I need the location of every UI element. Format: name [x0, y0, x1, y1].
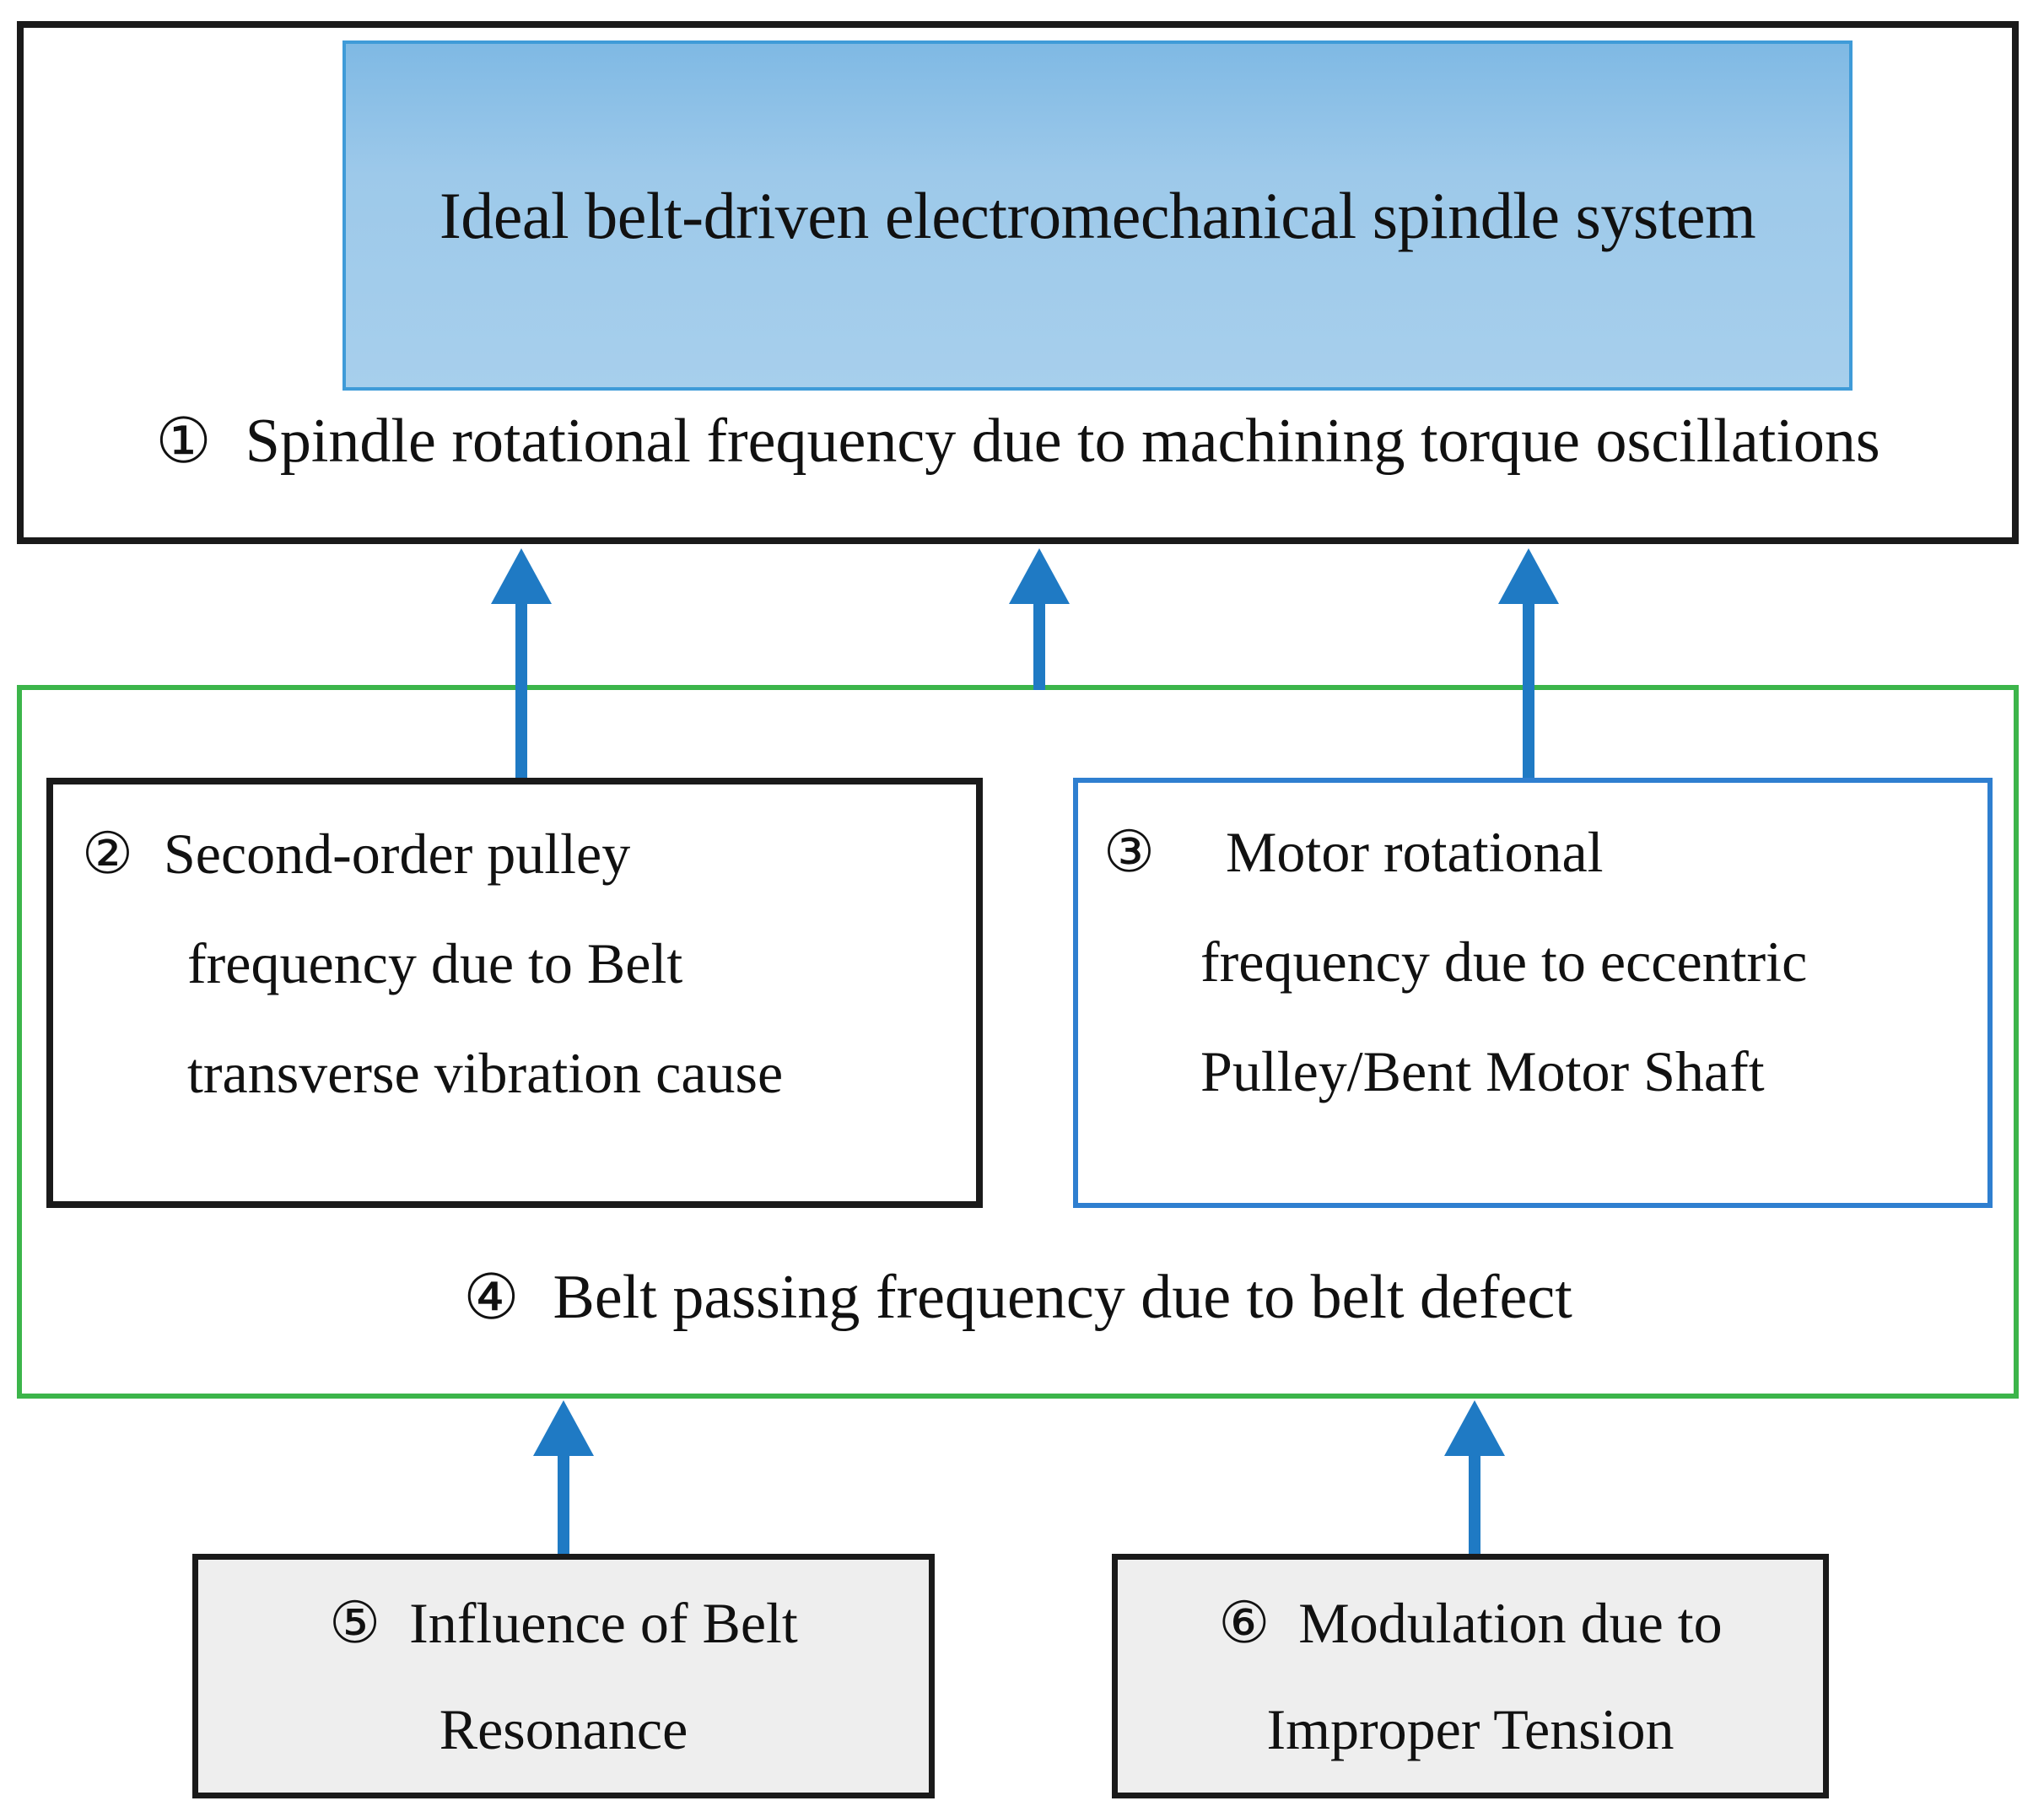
arrow-shaft: [558, 1451, 569, 1554]
box-2-line-1: ② Second-order pulley: [82, 825, 947, 882]
box-6-line-2: Improper Tension: [1266, 1701, 1674, 1758]
list-item-1-label: Spindle rotational frequency due to mach…: [245, 407, 1880, 476]
box-3-line-3-label: Pulley/Bent Motor Shaft: [1200, 1039, 1765, 1103]
box-3-line-2: frequency due to eccentric: [1103, 933, 1962, 990]
arrow-head-icon: [1009, 548, 1070, 604]
box-2-line-1-label: Second-order pulley: [163, 822, 631, 886]
box-6-line-1: ⑥ Modulation due to: [1218, 1594, 1722, 1652]
arrow-shaft: [1033, 599, 1045, 690]
box-3-motor-rotational: ③ Motor rotational frequency due to ecce…: [1073, 778, 1993, 1208]
circled-number-6-icon: ⑥: [1218, 1591, 1270, 1655]
arrow-shaft: [1523, 599, 1534, 778]
box-2-line-3: transverse vibration cause: [82, 1044, 947, 1102]
box-3-line-1: ③ Motor rotational: [1103, 823, 1962, 881]
list-item-4: ④ Belt passing frequency due to belt def…: [17, 1261, 2019, 1334]
title-banner-text: Ideal belt-driven electromechanical spin…: [439, 178, 1756, 252]
list-item-4-label: Belt passing frequency due to belt defec…: [553, 1263, 1572, 1332]
circled-number-5-icon: ⑤: [329, 1591, 381, 1655]
box-2-line-3-label: transverse vibration cause: [187, 1041, 784, 1105]
arrow-head-icon: [1444, 1400, 1505, 1456]
arrow-head-icon: [1498, 548, 1559, 604]
box-6-modulation-improper-tension: ⑥ Modulation due to Improper Tension: [1112, 1554, 1829, 1798]
box-6-line-1-label: Modulation due to: [1298, 1591, 1723, 1655]
box-5-influence-of-belt-resonance: ⑤ Influence of Belt Resonance: [192, 1554, 935, 1798]
box-5-line-2: Resonance: [440, 1701, 688, 1758]
box-2-second-order-pulley: ② Second-order pulley frequency due to B…: [46, 778, 983, 1208]
box-6-line-2-label: Improper Tension: [1266, 1697, 1675, 1761]
box-5-line-2-label: Resonance: [439, 1697, 688, 1761]
box-3-line-2-label: frequency due to eccentric: [1200, 930, 1808, 994]
arrow-shaft: [1469, 1451, 1480, 1554]
title-banner: Ideal belt-driven electromechanical spin…: [342, 40, 1853, 391]
box-2-line-2-label: frequency due to Belt: [187, 931, 683, 995]
arrow-head-icon: [533, 1400, 594, 1456]
box-5-line-1-label: Influence of Belt: [409, 1591, 798, 1655]
circled-number-3-icon: ③: [1103, 820, 1155, 884]
circled-number-4-icon: ④: [463, 1264, 520, 1333]
box-2-line-2: frequency due to Belt: [82, 935, 947, 992]
circled-number-1-icon: ①: [155, 407, 212, 477]
list-item-1: ① Spindle rotational frequency due to ma…: [17, 405, 2019, 478]
box-3-line-3: Pulley/Bent Motor Shaft: [1103, 1043, 1962, 1100]
circled-number-2-icon: ②: [82, 822, 133, 886]
arrow-shaft: [515, 599, 527, 778]
box-3-line-1-label: Motor rotational: [1225, 820, 1604, 884]
box-5-line-1: ⑤ Influence of Belt: [329, 1594, 798, 1652]
arrow-head-icon: [491, 548, 552, 604]
